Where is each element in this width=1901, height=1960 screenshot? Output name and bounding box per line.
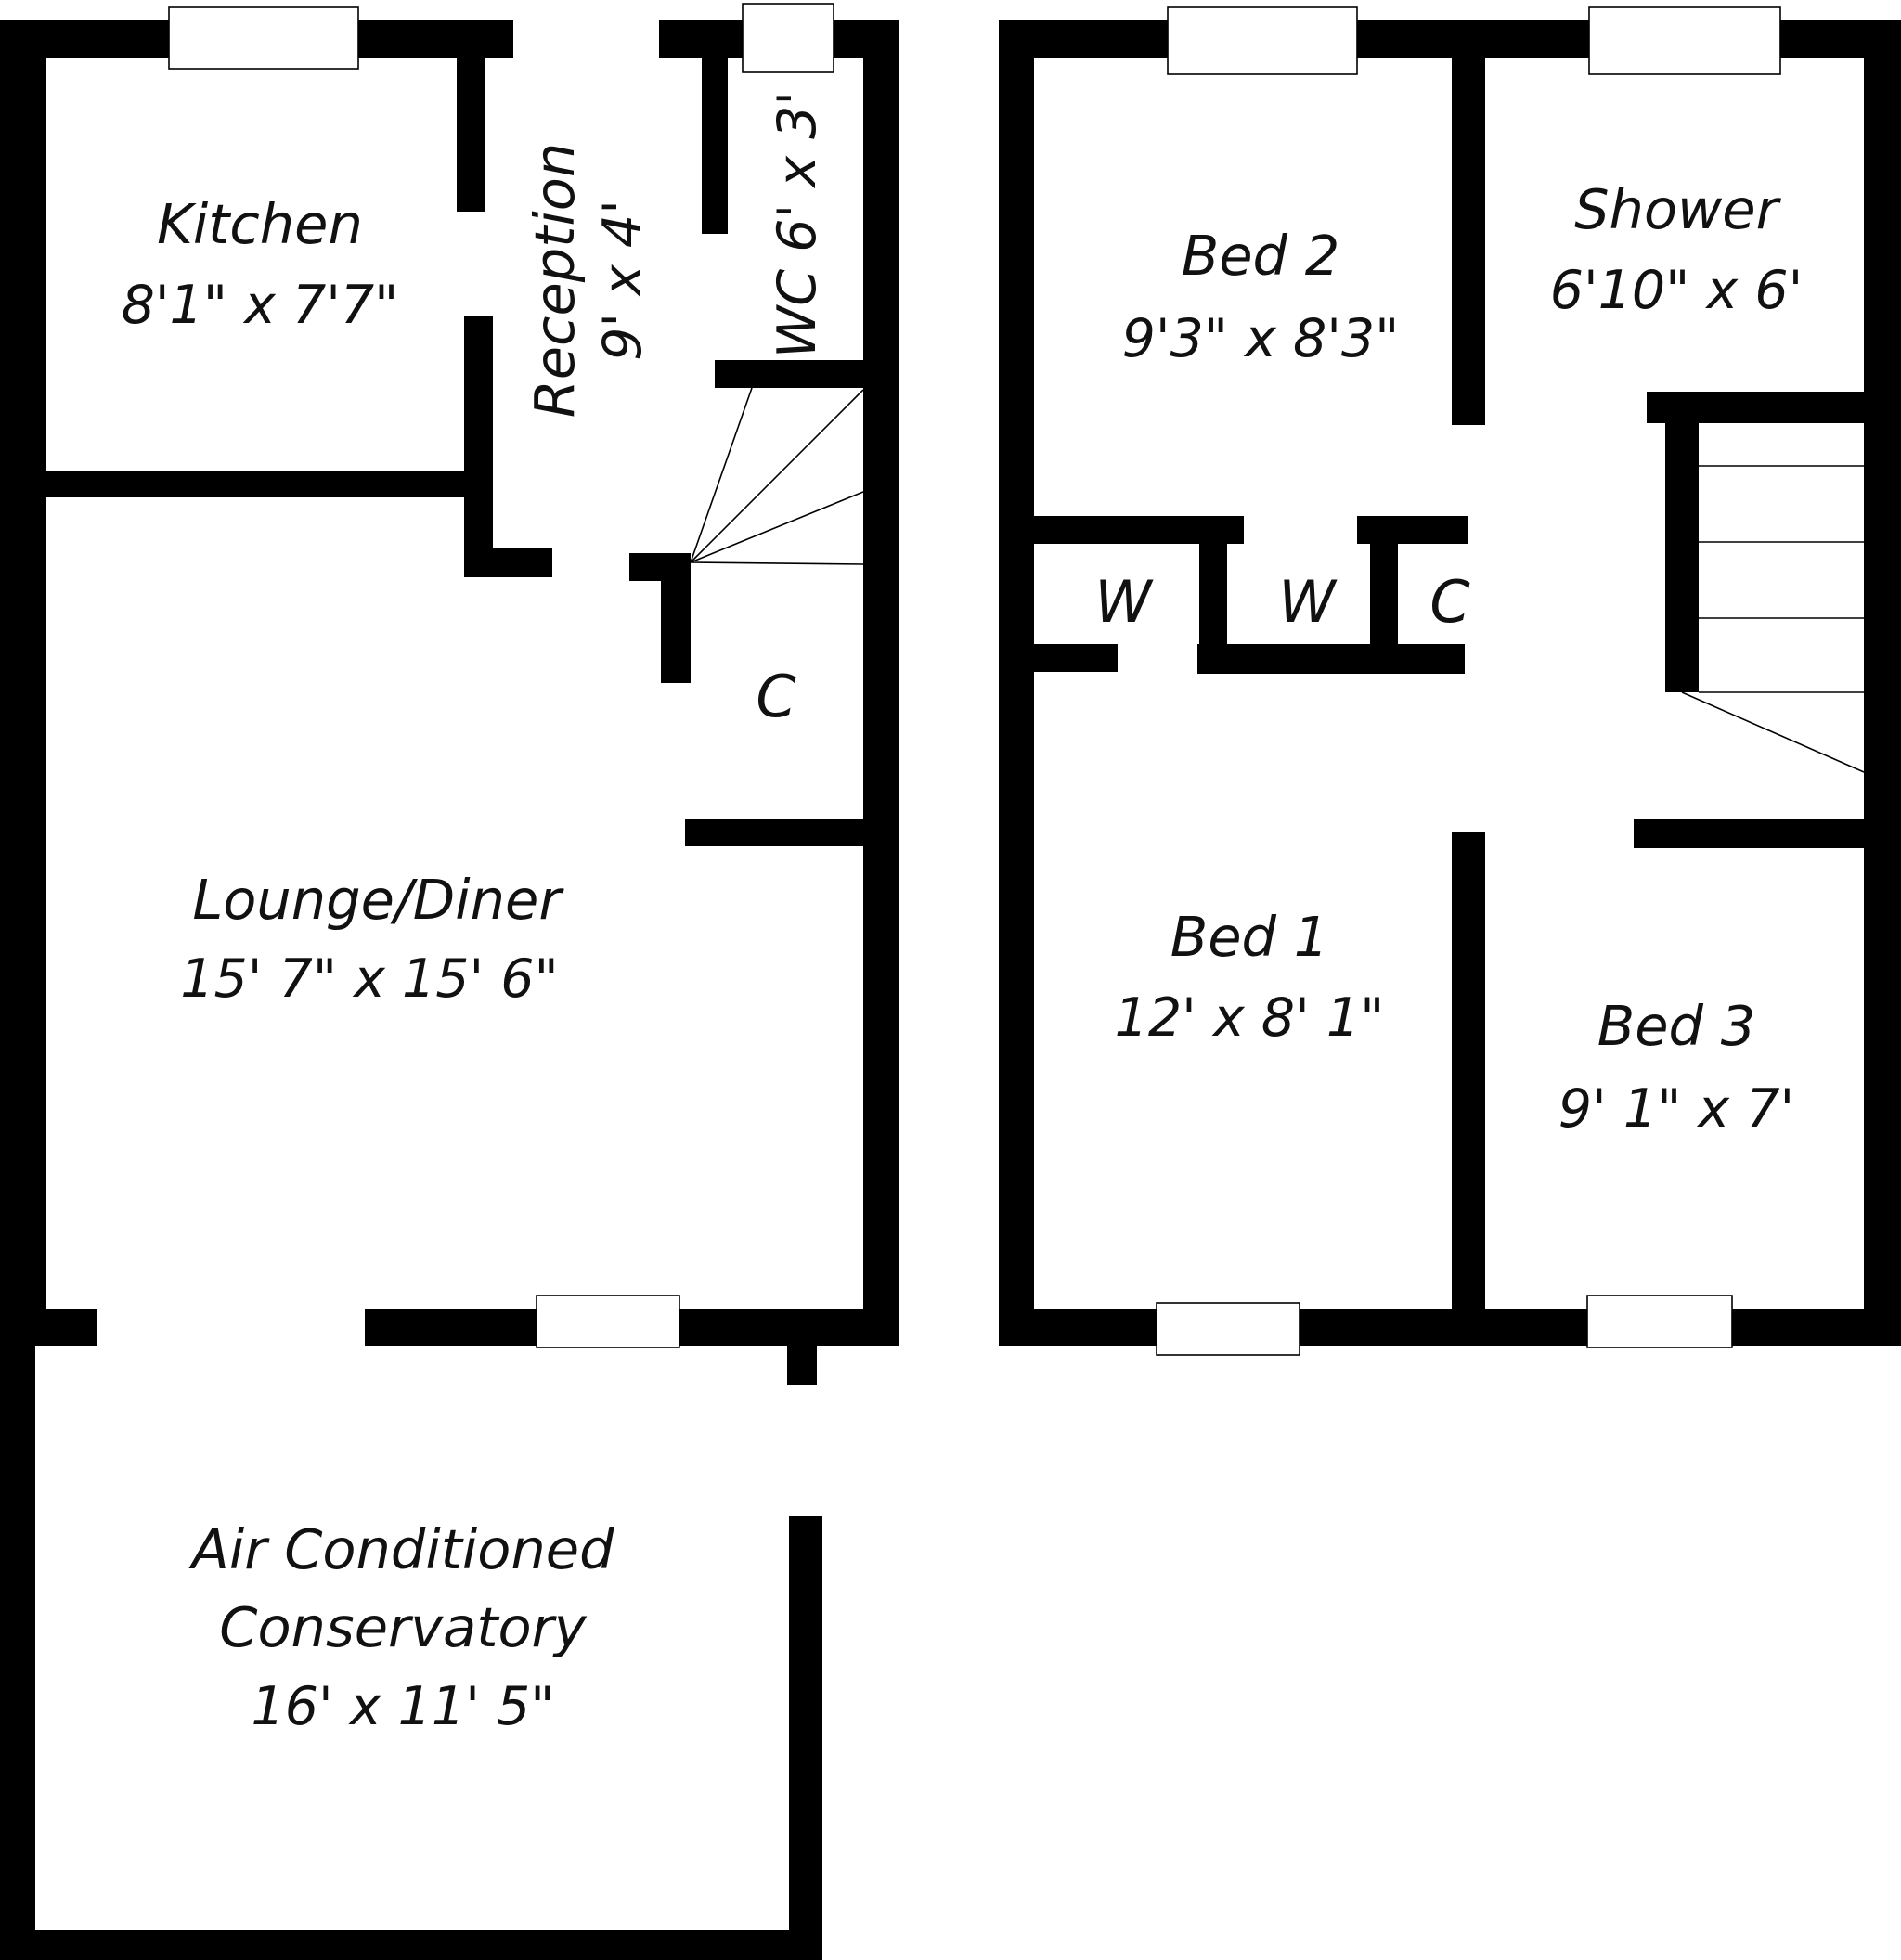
ground-right-wall bbox=[863, 20, 899, 1346]
cupboard-wall bbox=[685, 819, 863, 846]
conservatory-bottom-wall bbox=[0, 1930, 822, 1960]
kitchen-right-wall-upper bbox=[457, 58, 485, 212]
wc-bottom-wall bbox=[715, 360, 863, 388]
conservatory-left-wall bbox=[0, 1346, 35, 1960]
kitchen-window bbox=[168, 6, 359, 70]
wardrobe-2-label: W bbox=[1278, 568, 1338, 636]
shower-window bbox=[1588, 6, 1781, 75]
wardrobe-divider-2 bbox=[1370, 516, 1398, 674]
ground-bottom-stub bbox=[787, 1336, 817, 1385]
lounge-name: Lounge/Diner bbox=[192, 868, 564, 932]
bed1-size: 12' x 8' 1" bbox=[1115, 987, 1385, 1049]
shower-name: Shower bbox=[1574, 177, 1781, 241]
kitchen-name: Kitchen bbox=[157, 192, 363, 256]
wc-label: WC 6' x 3' bbox=[767, 91, 828, 358]
lounge-size: 15' 7" x 15' 6" bbox=[180, 948, 559, 1010]
stairwell-left-wall bbox=[1665, 418, 1699, 692]
lounge-window bbox=[536, 1295, 680, 1348]
first-cupboard-label: C bbox=[1429, 568, 1470, 636]
reception-name: Reception bbox=[523, 143, 587, 419]
stair-newel-post bbox=[661, 553, 691, 683]
ground-bottom-wall-left bbox=[0, 1309, 97, 1346]
kitchen-bottom-wall bbox=[46, 471, 464, 497]
bed2-name: Bed 2 bbox=[1182, 224, 1340, 288]
first-floor: Bed 2 9'3" x 8'3" Shower 6'10" x 6' W W … bbox=[999, 6, 1901, 1356]
conservatory-line2: Conservatory bbox=[219, 1595, 588, 1659]
ground-cupboard-label: C bbox=[756, 663, 796, 730]
kitchen-size: 8'1" x 7'7" bbox=[122, 275, 399, 336]
conservatory-right-wall bbox=[789, 1516, 822, 1960]
bed3-top-wall bbox=[1634, 819, 1864, 848]
kitchen-right-wall-lower bbox=[464, 316, 493, 577]
bed3-window bbox=[1586, 1295, 1733, 1348]
first-bottom-wall bbox=[999, 1309, 1901, 1346]
conservatory-line1: Air Conditioned bbox=[188, 1517, 614, 1581]
wardrobe-bottom-wall bbox=[1197, 644, 1465, 674]
first-right-wall bbox=[1864, 20, 1901, 1346]
first-stairs bbox=[1681, 465, 1865, 773]
shower-size: 6'10" x 6' bbox=[1550, 260, 1804, 321]
bed1-window bbox=[1156, 1302, 1300, 1356]
wardrobe-bottom-wall-left bbox=[1034, 644, 1118, 672]
conservatory-size: 16' x 11' 5" bbox=[252, 1676, 555, 1737]
wc-window bbox=[742, 3, 834, 73]
bed1-bed3-wall bbox=[1452, 832, 1485, 1323]
wc-left-wall bbox=[702, 52, 728, 234]
bed3-size: 9' 1" x 7' bbox=[1558, 1078, 1794, 1140]
bed2-shower-wall bbox=[1452, 58, 1485, 425]
kitchen-corner-return bbox=[464, 548, 552, 577]
bed2-window bbox=[1167, 6, 1358, 75]
ground-floor: Kitchen 8'1" x 7'7" Reception 9' x 4' WC… bbox=[0, 3, 899, 1960]
reception-size: 9' x 4' bbox=[592, 200, 653, 361]
ground-stairs bbox=[690, 387, 864, 565]
bed1-name: Bed 1 bbox=[1170, 905, 1329, 969]
bed2-size: 9'3" x 8'3" bbox=[1122, 308, 1400, 369]
ground-left-wall bbox=[0, 20, 46, 1346]
first-left-wall bbox=[999, 20, 1034, 1346]
wardrobe-1-label: W bbox=[1094, 568, 1154, 636]
bed3-name: Bed 3 bbox=[1597, 994, 1756, 1058]
